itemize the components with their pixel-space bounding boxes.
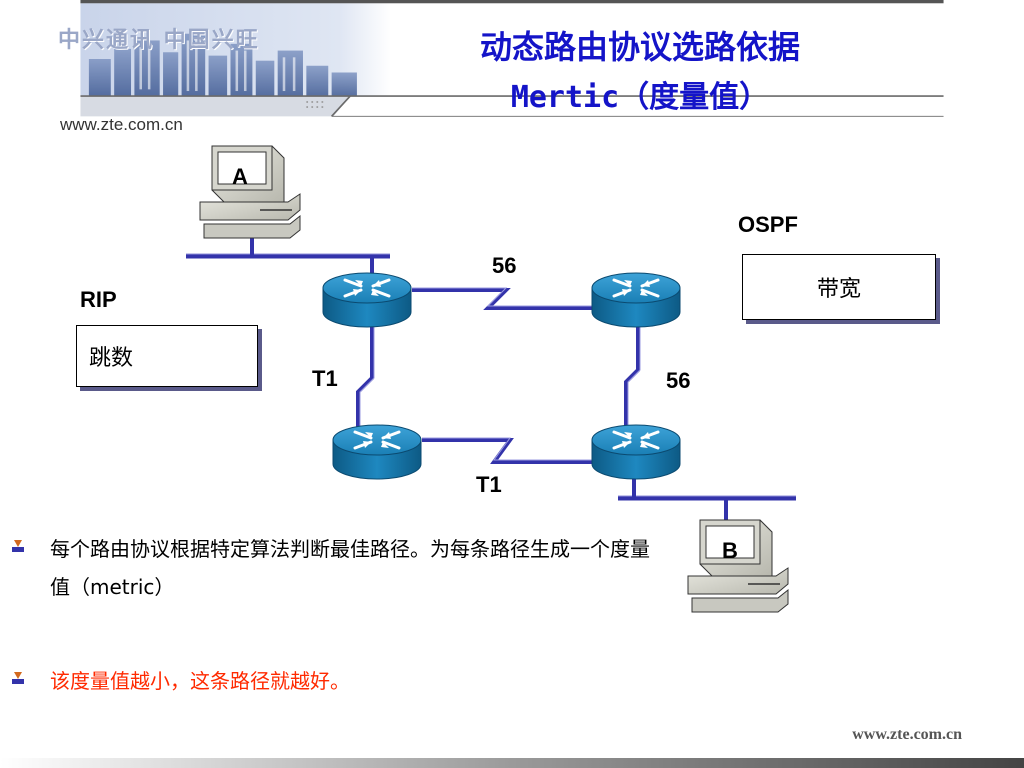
link-bottom-label: T1 [476, 472, 502, 497]
header-banner [80, 0, 944, 117]
link-bottom [422, 438, 594, 464]
rip-metric-text: 跳数 [89, 346, 134, 371]
footer-bar [0, 758, 1024, 768]
brand-logo-text: 中兴通讯 中国兴旺 [58, 27, 260, 53]
rip-metric-box: 跳数 [76, 325, 258, 387]
page-title: 动态路由协议选路依据 [479, 28, 800, 66]
bullet-text: 该度量值越小，这条路径就越好。 [50, 669, 350, 693]
link-left [356, 318, 374, 438]
router-top-left [321, 271, 413, 329]
ospf-label: OSPF [738, 212, 798, 237]
arrow-bullet-icon [12, 672, 24, 684]
arrow-bullet-icon [12, 540, 24, 552]
host-a-label: A [232, 164, 248, 189]
router-bottom-right [590, 423, 682, 481]
router-bottom-left [331, 423, 423, 481]
router-top-right [590, 271, 682, 329]
bullet-text: 每个路由协议根据特定算法判断最佳路径。为每条路径生成一个度量值（metric） [50, 537, 650, 599]
link-right [624, 324, 640, 440]
ospf-metric-text: 带宽 [816, 277, 861, 302]
link-top [412, 288, 596, 310]
header-url: www.zte.com.cn [60, 115, 183, 134]
page-subtitle: Mertic（度量值） [510, 80, 770, 115]
link-top-label: 56 [492, 253, 517, 278]
link-left-label: T1 [312, 366, 338, 391]
lan-segment-a [186, 235, 390, 282]
host-b-label: B [722, 538, 738, 563]
ospf-metric-box: 带宽 [742, 254, 936, 320]
host-b [687, 519, 789, 613]
footer-url: www.zte.com.cn [852, 726, 962, 743]
rip-label: RIP [80, 287, 117, 312]
header: 中兴通讯 中国兴旺 www.zte.com.cn 动态路由协议选路依据 Mert… [0, 0, 1024, 140]
host-a [199, 145, 301, 239]
link-right-label: 56 [666, 368, 691, 393]
